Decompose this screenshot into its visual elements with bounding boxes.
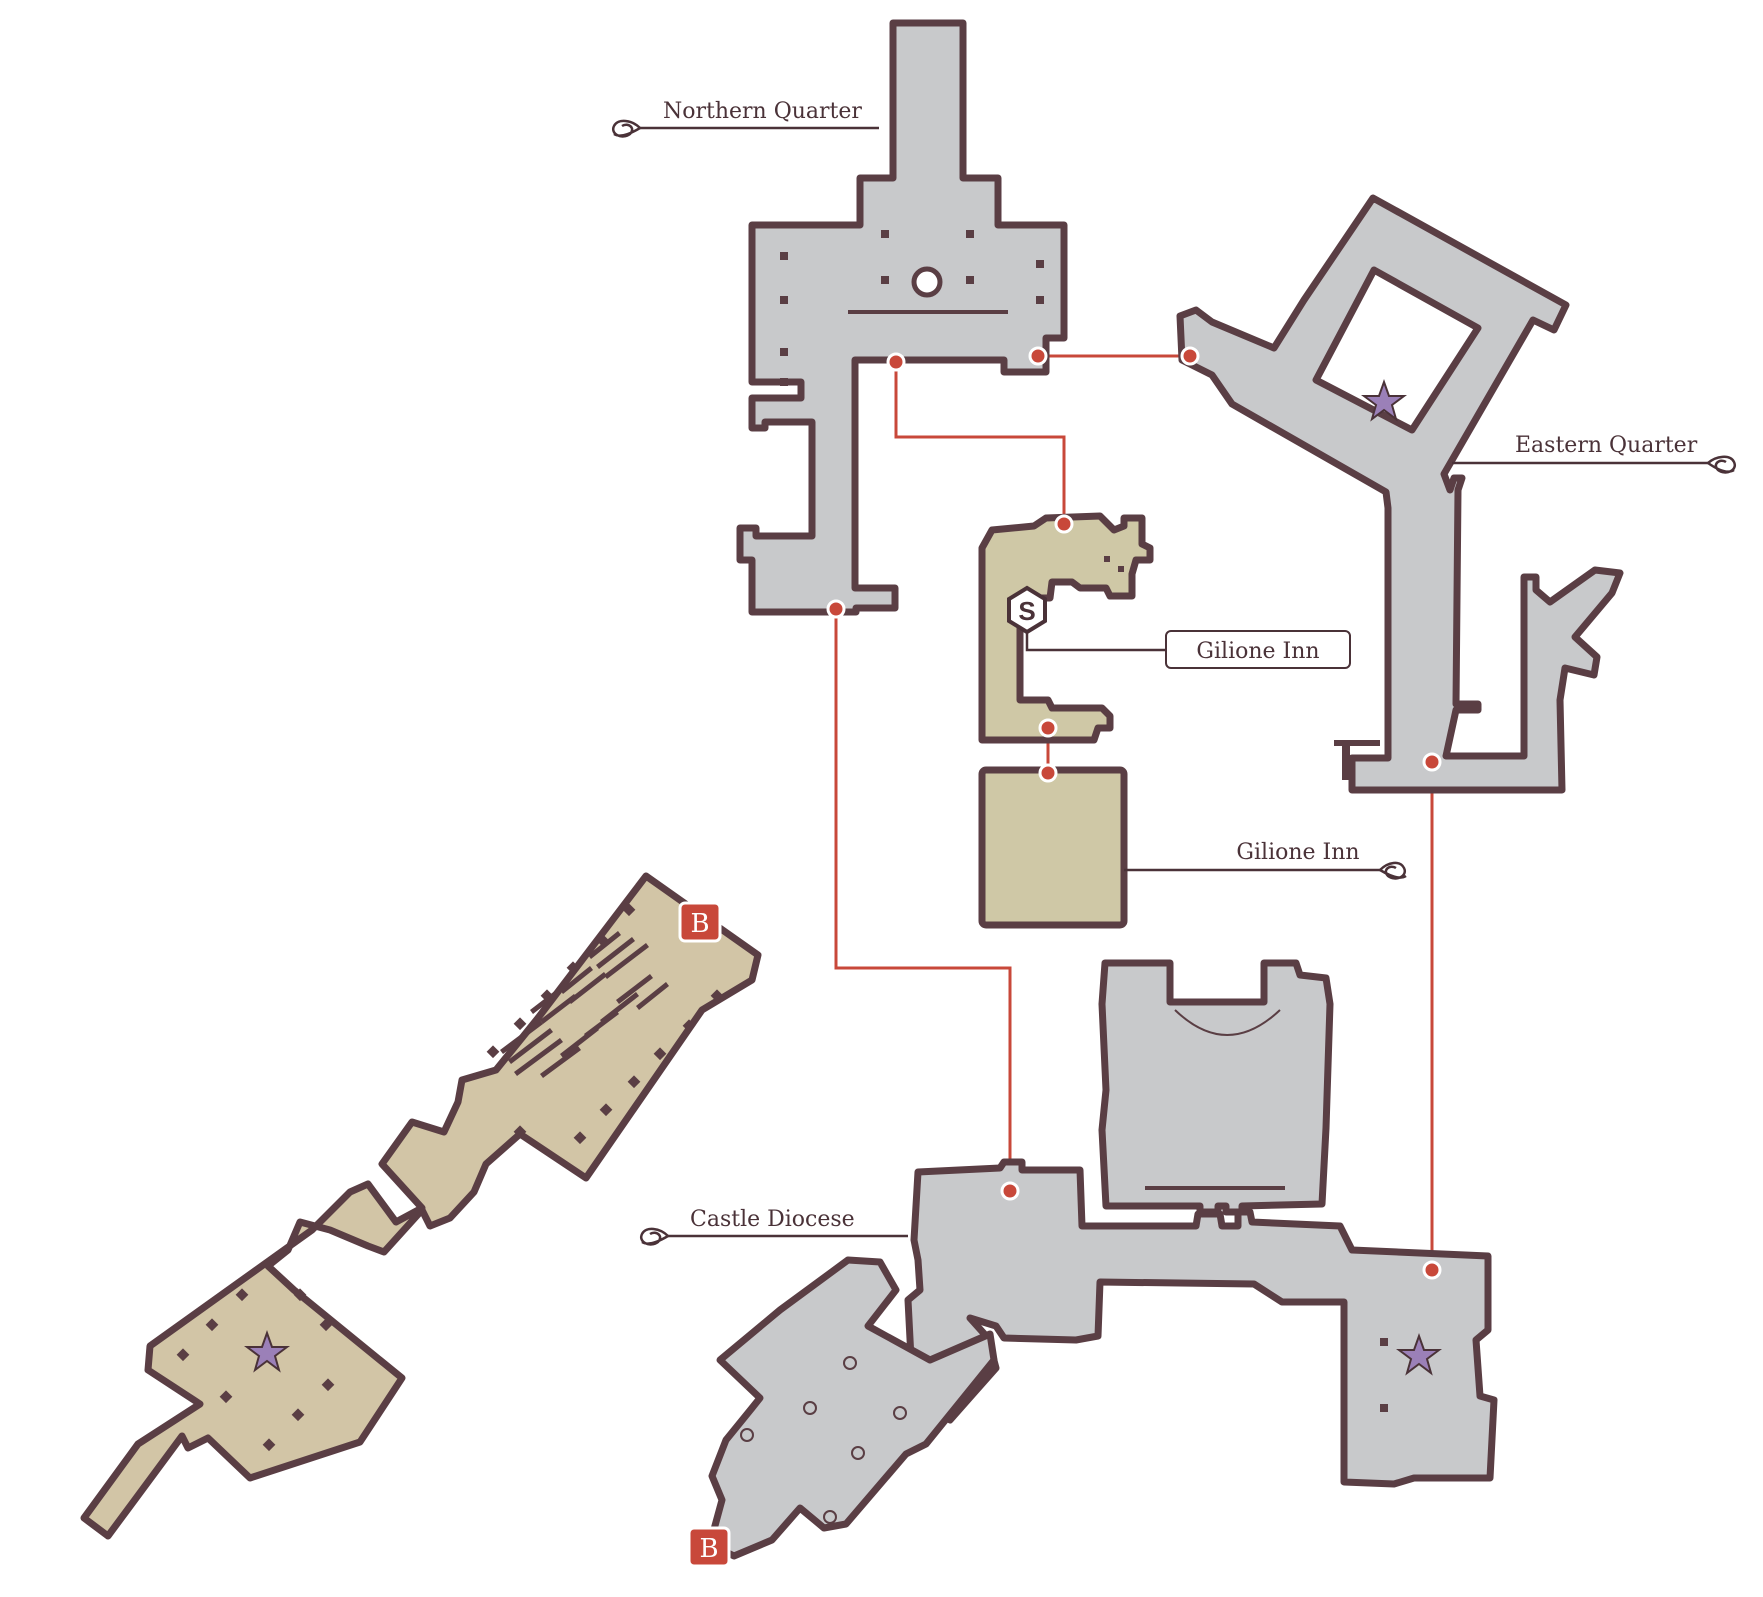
- star-icon[interactable]: [1361, 379, 1407, 422]
- connector-lines: [834, 354, 1434, 1270]
- boss-icon: B: [690, 909, 709, 939]
- connector-nodes: [826, 346, 1442, 1280]
- exit-node[interactable]: [1422, 752, 1442, 772]
- eastern-quarter-area: Eastern Quarter: [1176, 194, 1737, 794]
- gilione-inn-lower-label: Gilione Inn: [1236, 840, 1359, 865]
- eastern-quarter-swirl: [1707, 455, 1737, 474]
- save-icon: S: [1018, 596, 1035, 626]
- castle-diocese-label: Castle Diocese: [690, 1207, 855, 1232]
- boss-marker-basement[interactable]: B: [678, 901, 722, 943]
- castle-lower-wing-floor: [706, 1256, 998, 1560]
- exit-node[interactable]: [1000, 1181, 1020, 1201]
- star-icon[interactable]: [244, 1330, 290, 1373]
- castle-upper-chamber-floor: [1098, 959, 1334, 1216]
- boss-marker-castle[interactable]: B: [687, 1526, 731, 1568]
- boss-icon: B: [699, 1534, 718, 1564]
- exit-node[interactable]: [1028, 346, 1048, 366]
- gilione-inn-lower-area: Gilione Inn: [978, 766, 1407, 929]
- eastern-quarter-courtyard: [1312, 266, 1482, 434]
- northern-quarter-label: Northern Quarter: [663, 99, 862, 124]
- castle-diocese-area: Castle Diocese: [639, 959, 1498, 1560]
- exit-node[interactable]: [1180, 346, 1200, 366]
- exit-node[interactable]: [826, 599, 846, 619]
- exit-node[interactable]: [1038, 763, 1058, 783]
- gilione-inn-upper-label: Gilione Inn: [1196, 639, 1319, 664]
- gilione-inn-upper-label-box: [1165, 630, 1351, 669]
- save-point-marker[interactable]: S: [1007, 585, 1047, 635]
- exit-node[interactable]: [886, 352, 906, 372]
- northern-quarter-area: Northern Quarter: [611, 19, 1068, 616]
- gilione-inn-upper-floor: [978, 512, 1154, 744]
- castle-main-hall-floor: [904, 1158, 1498, 1488]
- gilione-inn-lower-floor: [978, 766, 1128, 929]
- eastern-quarter-label: Eastern Quarter: [1515, 433, 1698, 458]
- eastern-quarter-floor: [1176, 194, 1624, 794]
- gilione-inn-upper-area: S Gilione Inn: [978, 512, 1351, 744]
- northern-quarter-floor: [736, 19, 1068, 616]
- exit-node[interactable]: [1422, 1260, 1442, 1280]
- northern-quarter-swirl: [611, 119, 641, 138]
- gilione-inn-upper-leader: [1025, 632, 1166, 652]
- basement-pillars: [176, 903, 724, 1452]
- basement-area: [80, 872, 762, 1540]
- exit-node[interactable]: [1038, 718, 1058, 738]
- castle-diocese-swirl: [639, 1227, 669, 1246]
- star-markers: [244, 379, 1442, 1376]
- pews: [500, 931, 669, 1078]
- basement-floor: [80, 872, 762, 1540]
- star-icon[interactable]: [1396, 1333, 1442, 1376]
- connector-north-inn: [894, 362, 1066, 524]
- gilione-inn-lower-swirl: [1379, 861, 1407, 880]
- connector-north-castle: [834, 609, 1012, 1191]
- exit-node[interactable]: [1054, 514, 1074, 534]
